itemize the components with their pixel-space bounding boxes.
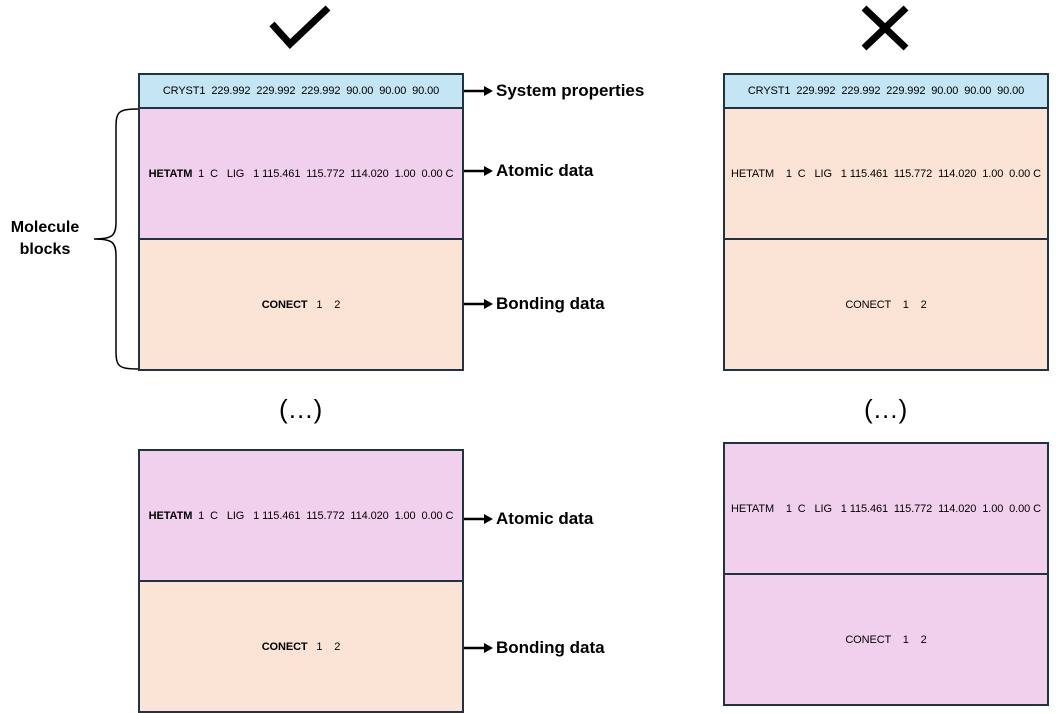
left-conect2-values: 1 2 xyxy=(307,640,341,653)
arrow-bonding-data xyxy=(464,299,493,309)
left-hetatm-values: 1 C LIG 1 115.461 115.772 114.020 1.00 0… xyxy=(192,167,454,180)
arrow-system-properties xyxy=(464,86,493,96)
left-hetatm2-values: 1 C LIG 1 115.461 115.772 114.020 1.00 0… xyxy=(192,509,454,522)
left-conect2-line: CONECT 1 2 xyxy=(262,641,341,653)
left-conect2-keyword: CONECT xyxy=(261,640,308,653)
right-hetatm2-line: HETATM 1 C LIG 1 115.461 115.772 114.020… xyxy=(731,502,1041,515)
left-bonding-block-2: CONECT 1 2 xyxy=(138,580,464,713)
left-hetatm-keyword: HETATM xyxy=(148,167,193,180)
right-bonding-block-2: CONECT 1 2 xyxy=(723,573,1049,706)
left-bonding-block: CONECT 1 2 xyxy=(138,238,464,371)
left-conect-line: CONECT 1 2 xyxy=(262,299,341,311)
label-system-properties: System properties xyxy=(496,81,645,100)
cross-mark-icon xyxy=(861,5,909,51)
label-atomic-data: Atomic data xyxy=(496,161,594,180)
right-conect-line: CONECT 1 2 xyxy=(845,298,927,311)
left-conect-keyword: CONECT xyxy=(261,298,308,311)
molecule-blocks-brace xyxy=(93,108,139,370)
right-ellipsis: (…) xyxy=(864,394,908,424)
right-cryst-text: CRYST1 229.992 229.992 229.992 90.00 90.… xyxy=(747,85,1025,97)
left-system-block: CRYST1 229.992 229.992 229.992 90.00 90.… xyxy=(138,73,464,109)
check-mark-icon xyxy=(269,5,331,50)
label-bonding-data: Bonding data xyxy=(496,294,605,313)
left-hetatm2-keyword: HETATM xyxy=(148,509,193,522)
label-molecule-blocks: Molecule blocks xyxy=(10,219,80,258)
left-ellipsis: (…) xyxy=(279,394,323,424)
right-system-block: CRYST1 229.992 229.992 229.992 90.00 90.… xyxy=(723,73,1049,109)
left-atomic-block-2: HETATM 1 C LIG 1 115.461 115.772 114.020… xyxy=(138,449,464,582)
left-hetatm2-line: HETATM 1 C LIG 1 115.461 115.772 114.020… xyxy=(149,510,454,522)
right-hetatm-line: HETATM 1 C LIG 1 115.461 115.772 114.020… xyxy=(731,167,1041,180)
right-atomic-block: HETATM 1 C LIG 1 115.461 115.772 114.020… xyxy=(723,107,1049,240)
arrow-atomic-data xyxy=(464,166,493,176)
arrow-atomic-data-2 xyxy=(464,514,493,524)
right-bonding-block: CONECT 1 2 xyxy=(723,238,1049,371)
label-atomic-data-2: Atomic data xyxy=(496,509,594,528)
left-conect-values: 1 2 xyxy=(307,298,341,311)
left-hetatm-line: HETATM 1 C LIG 1 115.461 115.772 114.020… xyxy=(149,168,454,180)
left-cryst-text: CRYST1 229.992 229.992 229.992 90.00 90.… xyxy=(162,85,440,97)
arrow-bonding-data-2 xyxy=(464,643,493,653)
right-atomic-block-2: HETATM 1 C LIG 1 115.461 115.772 114.020… xyxy=(723,442,1049,575)
label-bonding-data-2: Bonding data xyxy=(496,638,605,657)
left-atomic-block: HETATM 1 C LIG 1 115.461 115.772 114.020… xyxy=(138,107,464,240)
right-conect2-line: CONECT 1 2 xyxy=(845,633,927,646)
